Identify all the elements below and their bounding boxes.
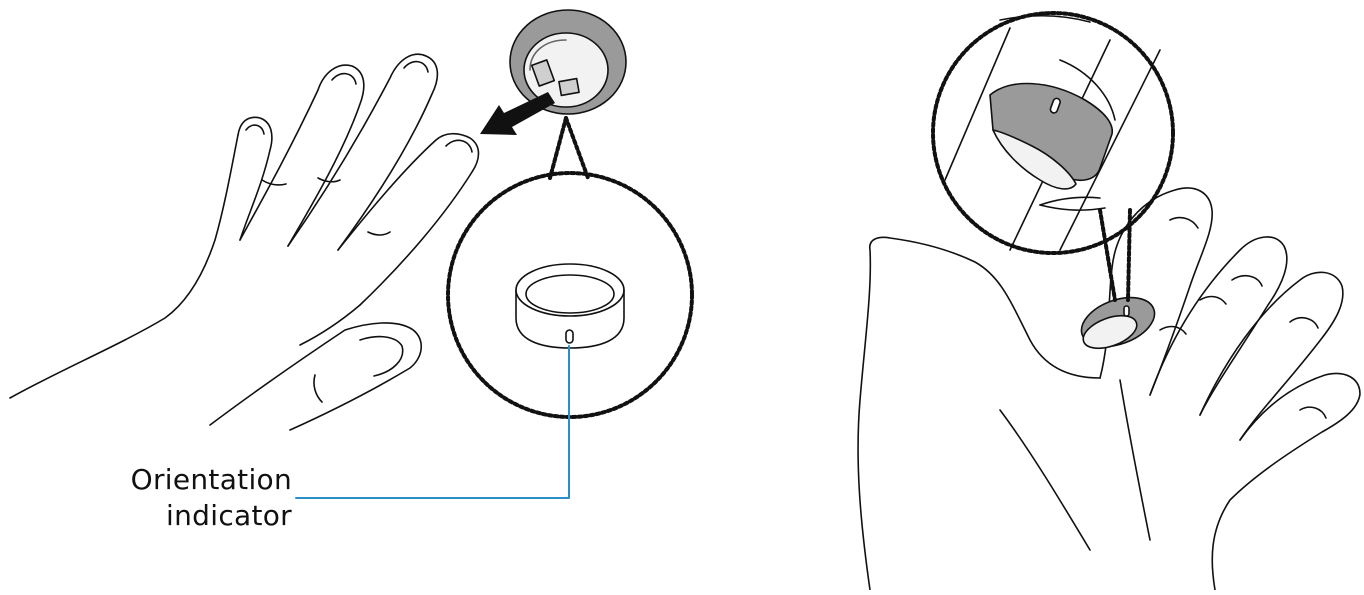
right-hand bbox=[857, 187, 1361, 591]
callout-line bbox=[295, 345, 570, 499]
ring-top bbox=[509, 9, 627, 115]
ring-closeup-right bbox=[944, 14, 1161, 251]
ring-closeup bbox=[515, 263, 625, 349]
left-hand bbox=[9, 53, 480, 431]
callout-line-1: Orientation bbox=[130, 463, 292, 496]
ring-on-finger bbox=[1080, 296, 1156, 350]
callout-line-2: indicator bbox=[166, 499, 292, 532]
orientation-indicator-label: Orientation indicator bbox=[70, 462, 292, 534]
magnifier-circle-right bbox=[931, 11, 1175, 302]
arrow-icon bbox=[480, 92, 555, 135]
